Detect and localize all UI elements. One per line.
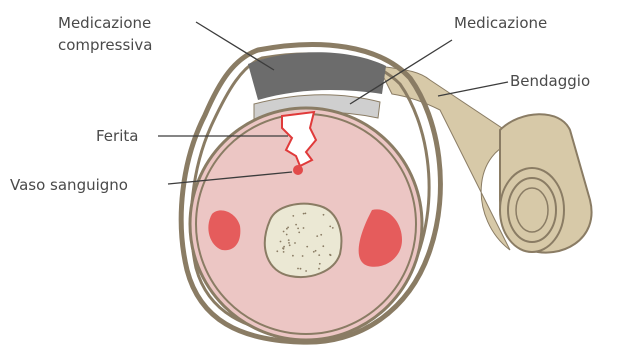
compressive-dressing-pad: [248, 52, 386, 100]
label-wound: Ferita: [96, 127, 138, 145]
leader-bandage: [438, 82, 508, 96]
label-compressive-line2: compressiva: [58, 36, 153, 54]
bone: [265, 204, 342, 277]
bandage-roll: [500, 114, 592, 252]
label-compressive-line1: Medicazione: [58, 14, 151, 32]
label-bandage: Bendaggio: [510, 72, 590, 90]
blood-vessel: [293, 165, 303, 175]
label-dressing: Medicazione: [454, 14, 547, 32]
label-vessel: Vaso sanguigno: [10, 176, 128, 194]
